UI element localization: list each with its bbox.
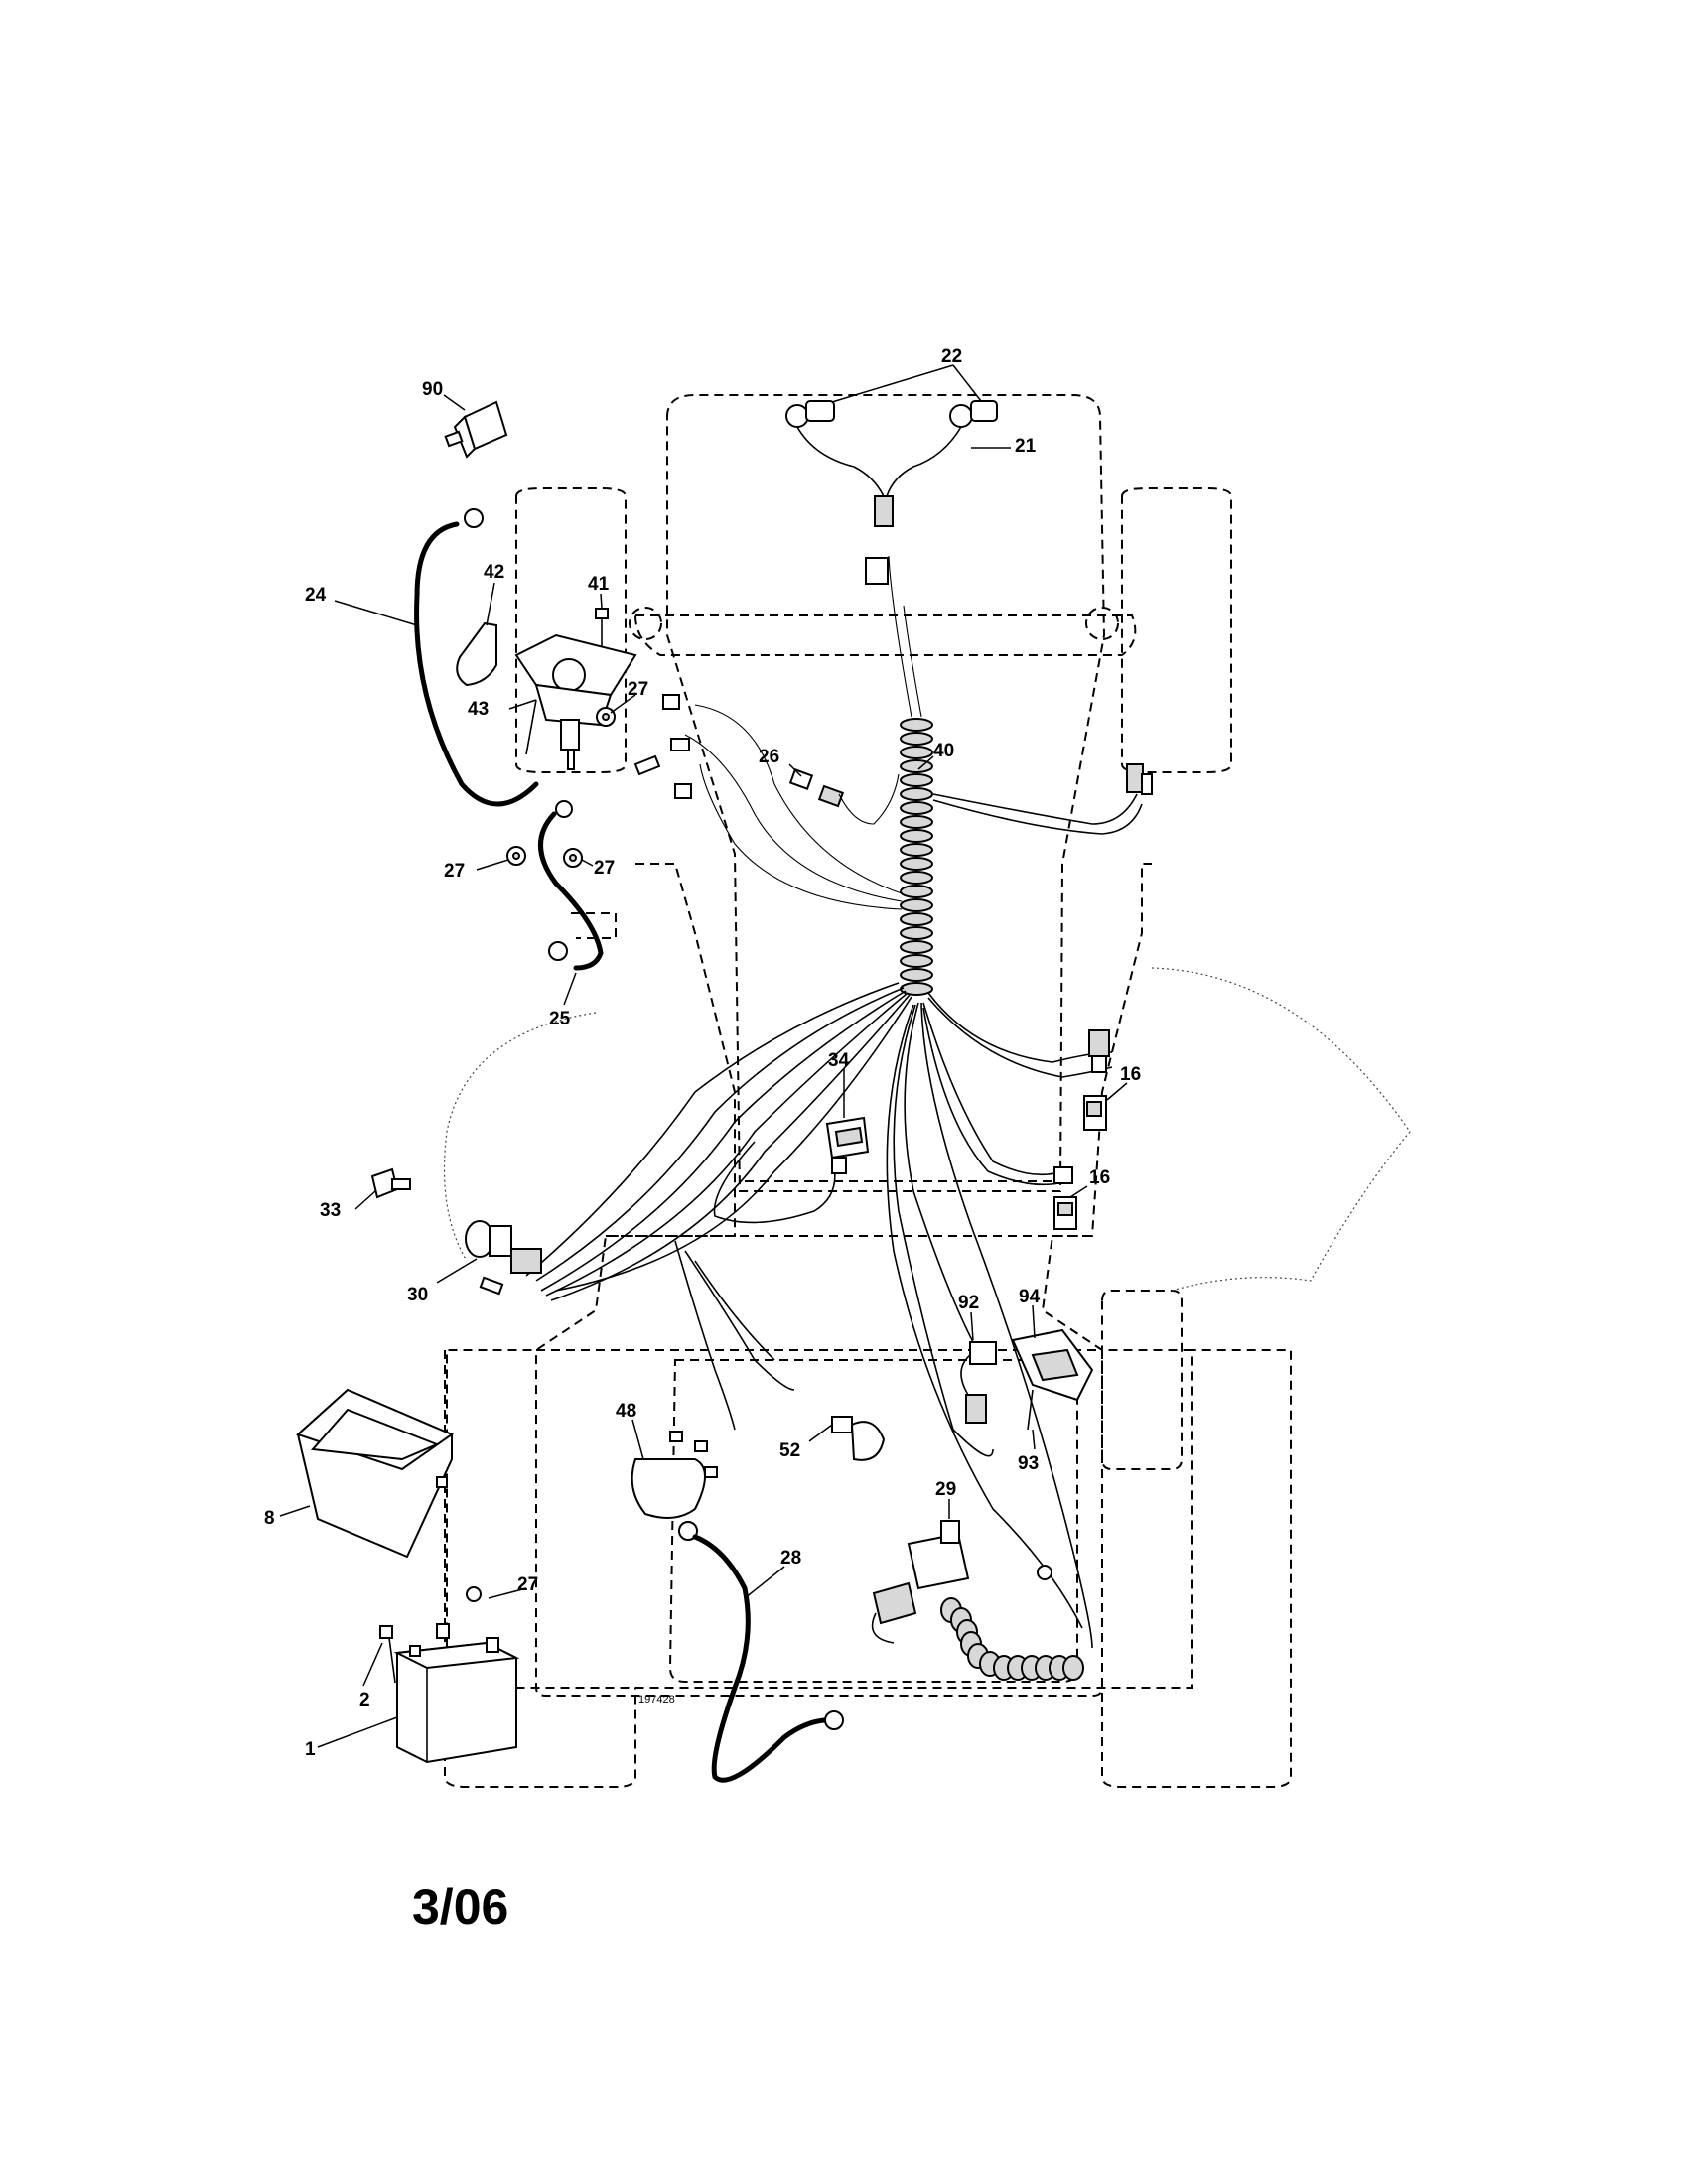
part-30-ignition-switch [465,1220,542,1296]
part-48-lamp [631,1431,718,1519]
callout-2: 2 [359,1690,370,1710]
part-16-connectors [1053,1029,1110,1230]
callout-29: 29 [935,1479,956,1500]
coil-cord [940,1597,1084,1681]
callout-27-a: 27 [628,679,648,700]
mower-deck-outline [443,967,1411,1292]
part-1-battery [393,1623,520,1764]
part-92-switch [960,1341,997,1424]
part-42-clip [456,621,497,687]
callout-41: 41 [588,574,610,595]
callout-27-c: 27 [594,858,615,879]
part-90-bracket [444,400,508,459]
part-24-cable [414,508,539,807]
callout-22: 22 [941,346,962,367]
harness-coil [900,718,933,996]
callout-90: 90 [422,379,443,400]
part-34-switch [825,1116,870,1174]
callout-94: 94 [1019,1287,1041,1307]
callout-labels: 90 22 21 42 41 24 43 27 40 26 27 27 25 3… [264,346,1141,1760]
callout-43: 43 [468,699,489,720]
part-2-bolt [379,1625,396,1684]
part-26-connector [788,768,900,825]
footer-date: 3/06 [412,1879,508,1935]
callout-25: 25 [549,1009,571,1029]
callout-16-a: 16 [1120,1064,1141,1085]
part-28-cable [678,1521,844,1783]
part-27-nuts [466,707,616,1602]
callout-24: 24 [305,585,327,606]
wiring-harness-40 [525,555,1143,1649]
callout-27-d: 27 [517,1574,538,1595]
callout-1: 1 [305,1739,316,1760]
part-43-solenoid [514,633,637,770]
front-right-connector [1126,763,1153,795]
callout-26: 26 [759,747,779,767]
leader-lines [279,364,1128,1748]
callout-27-b: 27 [444,861,465,882]
terminals [633,694,692,799]
tractor-outline [444,394,1292,1788]
part-33-key [370,1167,411,1199]
callout-8: 8 [264,1508,275,1529]
callout-28: 28 [780,1548,801,1569]
callout-33: 33 [320,1200,341,1221]
part-25-cable [538,800,604,971]
part-29-seat-switch [871,1520,1084,1681]
part-8-battery-tray [296,1388,455,1559]
callout-92: 92 [958,1293,979,1313]
part-52-bulb [831,1416,886,1461]
callout-34: 34 [828,1050,850,1071]
callout-16-b: 16 [1089,1167,1110,1188]
callout-93: 93 [1018,1453,1039,1474]
drawing-number: 197428 [638,1694,675,1706]
part-21-22-headlights [785,400,998,585]
callout-42: 42 [484,562,504,583]
part-94-93-switch [1011,1328,1094,1431]
callout-30: 30 [407,1285,428,1305]
callout-52: 52 [779,1440,800,1461]
callout-40: 40 [933,741,954,761]
callout-48: 48 [616,1401,636,1422]
callout-21: 21 [1015,436,1037,457]
